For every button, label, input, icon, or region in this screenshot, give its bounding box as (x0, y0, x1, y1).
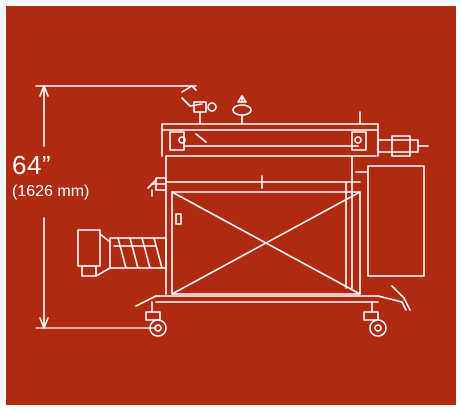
side-valve (147, 177, 167, 197)
height-dimension-imperial: 64” (12, 150, 52, 180)
height-dimension-line (35, 85, 197, 329)
height-dimension-metric: (1626 mm) (12, 183, 90, 200)
machine-line-drawing (35, 85, 429, 337)
top-rail (161, 111, 379, 157)
right-caster-wheel (363, 301, 387, 337)
right-extension-arm (355, 135, 429, 277)
screw-conveyor (77, 229, 167, 277)
base-frame (135, 285, 411, 311)
left-caster-wheel (145, 301, 167, 337)
top-valve-assembly (181, 85, 217, 125)
diagram-frame: 64” (1626 mm) (6, 6, 456, 405)
main-body (165, 155, 361, 295)
lid-knob (232, 95, 252, 125)
